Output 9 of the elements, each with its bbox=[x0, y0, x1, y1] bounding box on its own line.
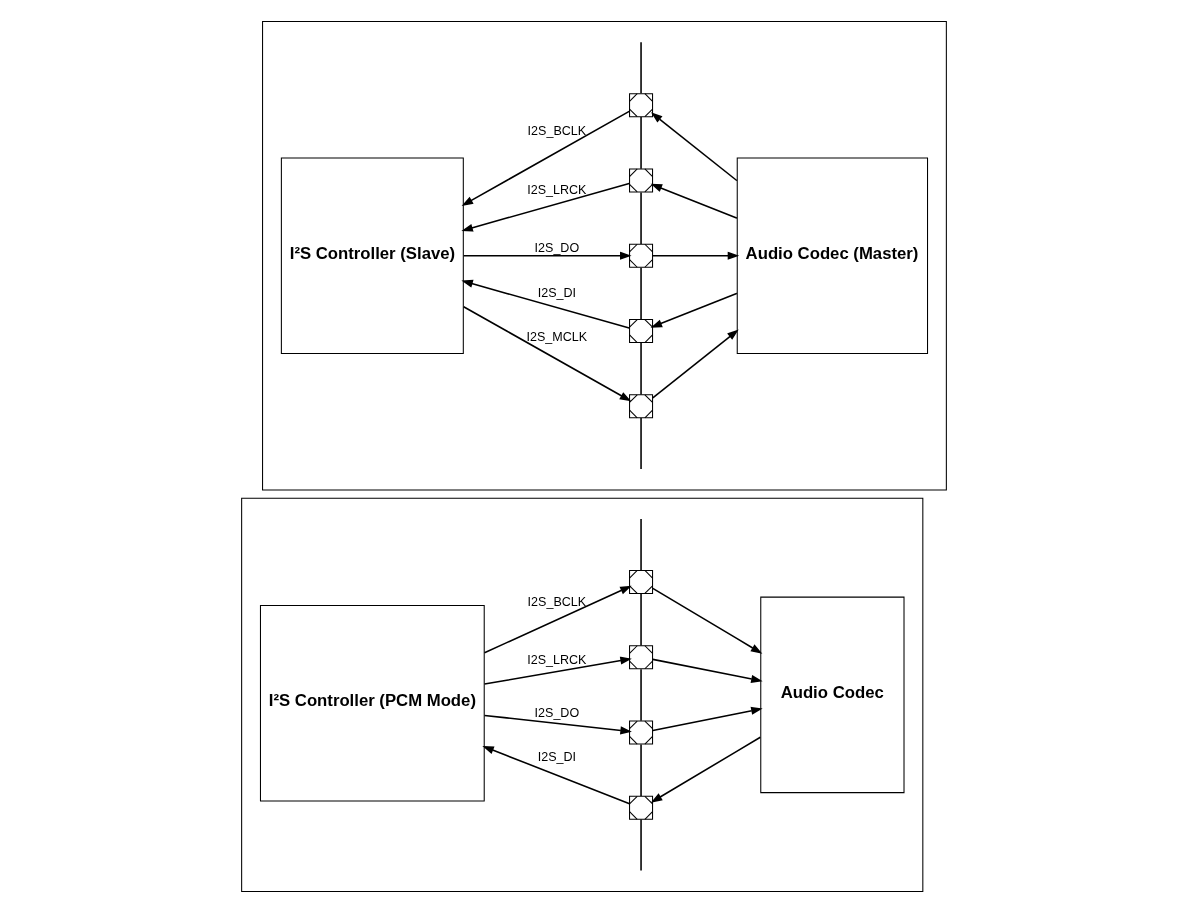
edge-label: I2S_BCLK bbox=[527, 594, 587, 609]
edge-label: I2S_BCLK bbox=[527, 123, 587, 138]
edge-label: I2S_DI bbox=[537, 285, 577, 300]
edge-label: I2S_DI bbox=[537, 749, 577, 764]
edge-label: I2S_LRCK bbox=[527, 182, 587, 197]
edge-label: I2S_DO bbox=[534, 705, 580, 720]
edge-label: I2S_DO bbox=[534, 240, 580, 255]
edge-label: I2S_MCLK bbox=[526, 329, 588, 344]
edge-label: I2S_LRCK bbox=[527, 652, 587, 667]
